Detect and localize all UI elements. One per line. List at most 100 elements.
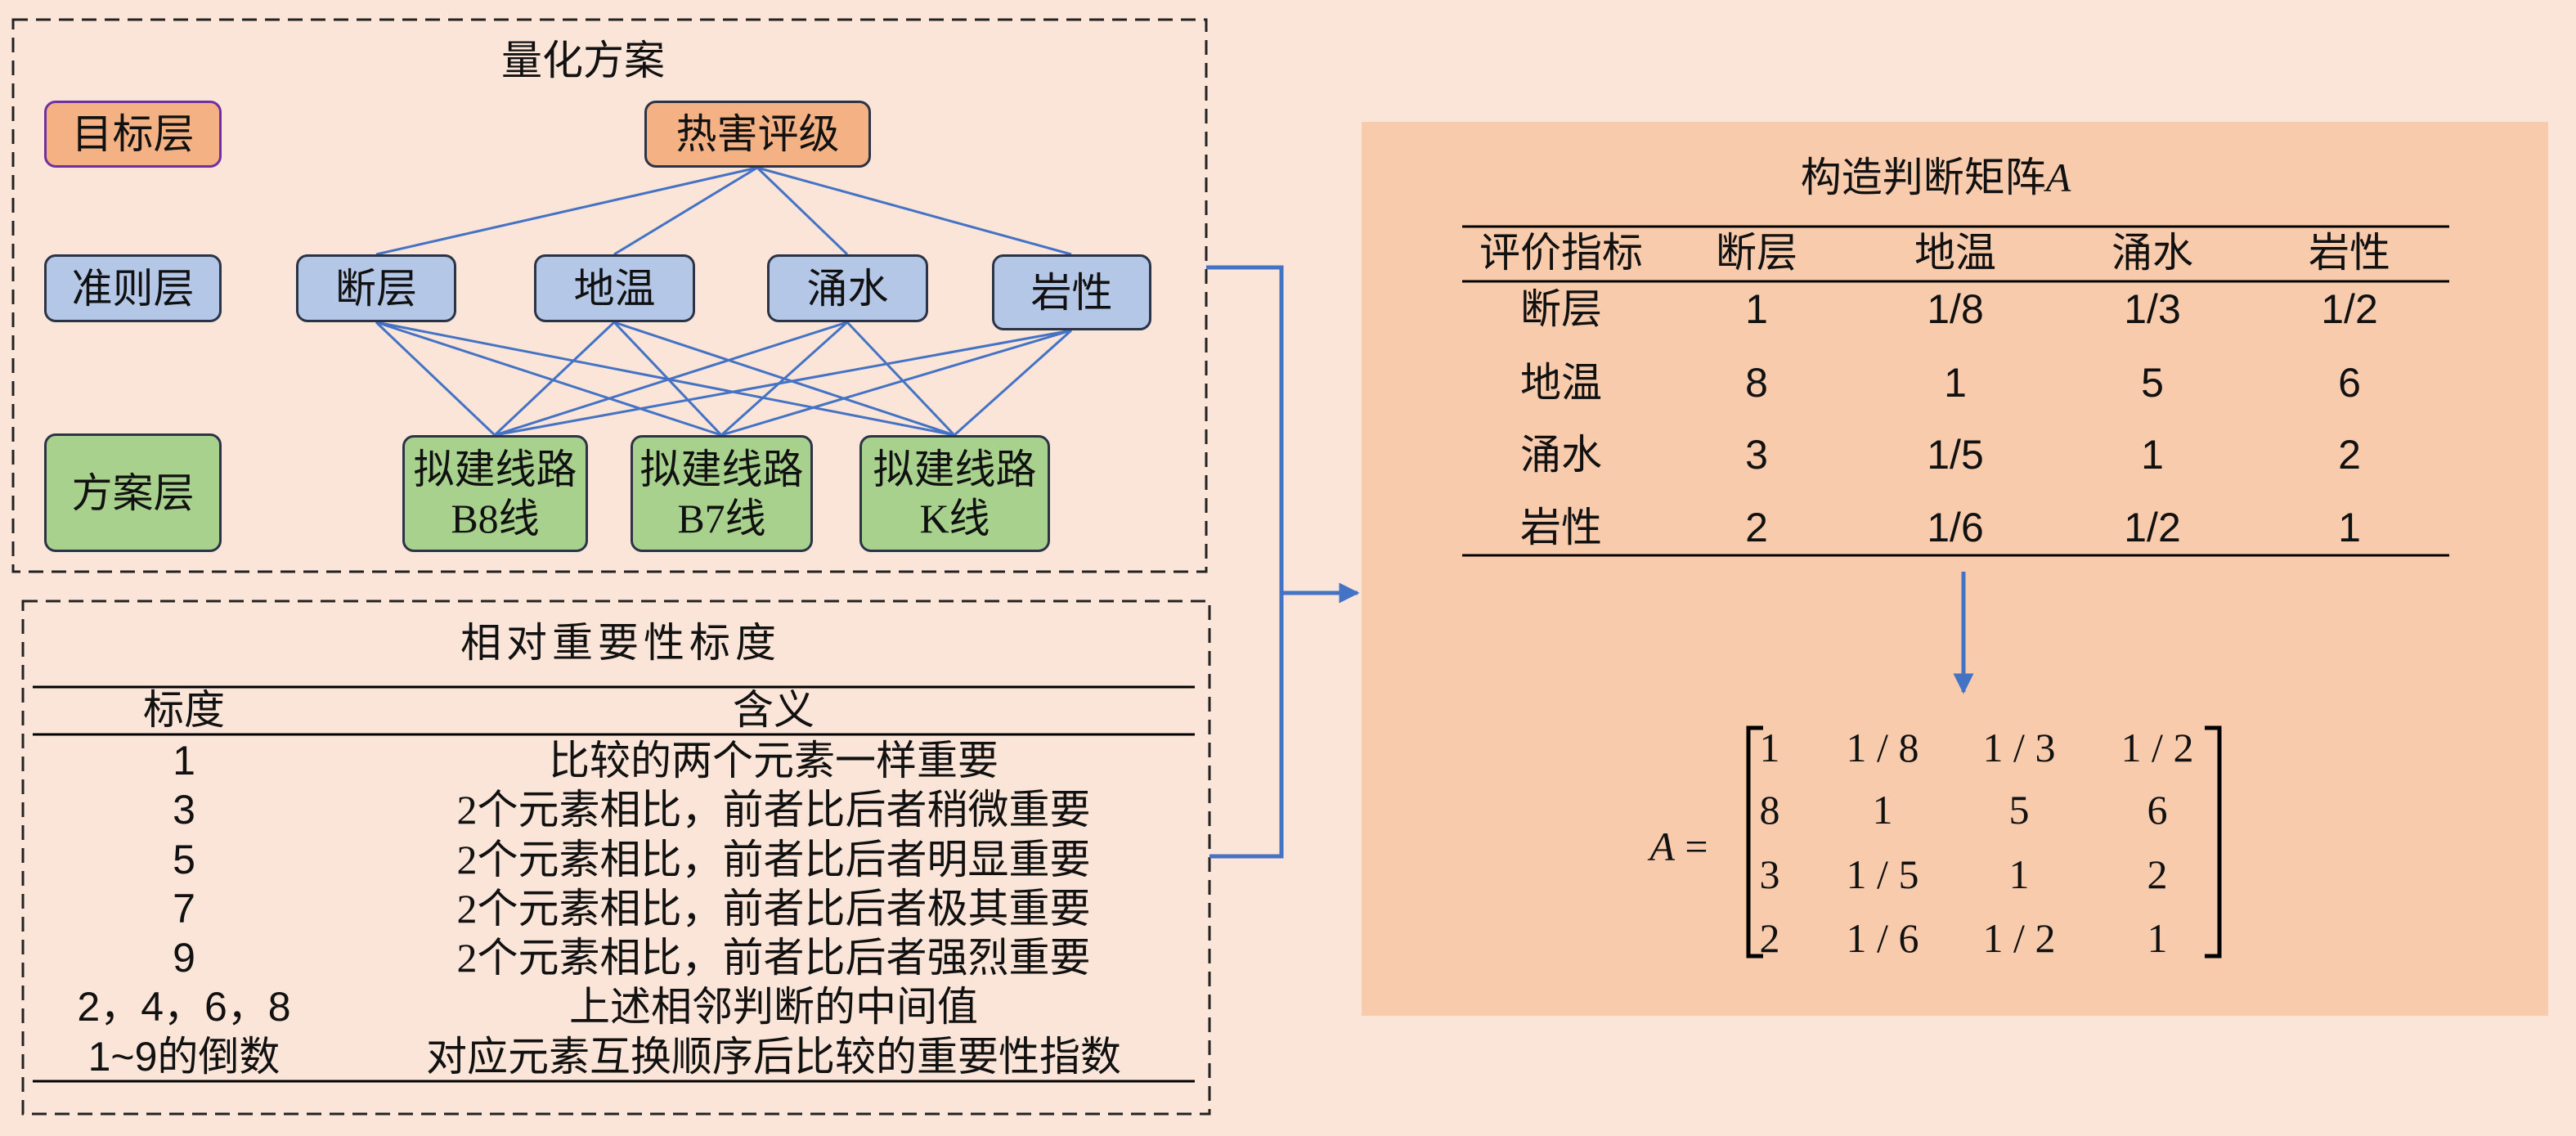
judgment-header-faults: 断层 bbox=[1716, 230, 1797, 276]
scale-header-scale: 标度 bbox=[143, 687, 225, 733]
matrix-left-bracket bbox=[1746, 725, 1763, 959]
link-goal-to-faults bbox=[375, 166, 758, 256]
matrix-entry: 1 bbox=[2147, 915, 2168, 961]
judgment-cell: 3 bbox=[1745, 432, 1768, 478]
matrix-entry: 2 bbox=[2147, 851, 2168, 897]
matrix-entry: 3 bbox=[1759, 851, 1780, 897]
quantification-title: 量化方案 bbox=[501, 38, 665, 83]
scale-value-cell: 7 bbox=[173, 886, 195, 932]
link-faults-to-b7 bbox=[375, 321, 722, 437]
judgment-row-label: 岩性 bbox=[1520, 505, 1602, 550]
scale-header-meaning: 含义 bbox=[733, 687, 815, 733]
alternative-label: 拟建线路 bbox=[640, 446, 804, 492]
scale-value-cell: 9 bbox=[173, 935, 195, 981]
judgment-cell: 1/8 bbox=[1927, 286, 1984, 332]
link-lithology-to-b8 bbox=[494, 329, 1072, 437]
alternative-node-b8: 拟建线路 B8线 bbox=[402, 435, 588, 552]
alternatives-level-label: 方案层 bbox=[44, 433, 222, 552]
merge-connector bbox=[1206, 265, 1284, 859]
matrix-entry: 1 bbox=[1872, 787, 1893, 833]
matrix-entry: 1 / 6 bbox=[1846, 915, 1919, 961]
alternative-node-k: 拟建线路 K线 bbox=[859, 435, 1050, 552]
scale-meaning-cell: 2个元素相比，前者比后者强烈重要 bbox=[456, 935, 1091, 981]
scale-meaning-cell: 2个元素相比，前者比后者明显重要 bbox=[456, 837, 1091, 882]
link-ground-temp-to-b8 bbox=[493, 321, 616, 437]
link-water-inflow-to-b8 bbox=[494, 321, 848, 437]
matrix-entry: 6 bbox=[2147, 787, 2168, 833]
matrix-entry: 1 / 2 bbox=[2120, 725, 2194, 770]
matrix-entry: 1 bbox=[2008, 851, 2030, 897]
scale-value-cell: 2，4，6，8 bbox=[77, 984, 291, 1030]
scale-value-cell: 1~9的倒数 bbox=[88, 1034, 280, 1080]
link-goal-to-lithology bbox=[756, 166, 1072, 256]
scale-meaning-cell: 2个元素相比，前者比后者稍微重要 bbox=[456, 787, 1091, 833]
judgment-cell: 5 bbox=[2141, 360, 2164, 406]
matrix-entry: 1 / 5 bbox=[1846, 851, 1919, 897]
matrix-equation-label: A = bbox=[1649, 826, 1708, 867]
judgment-row-label: 涌水 bbox=[1520, 432, 1602, 478]
judgment-header-water-inflow: 涌水 bbox=[2112, 230, 2193, 276]
matrix-right-bracket bbox=[2205, 725, 2222, 959]
link-water-inflow-to-b7 bbox=[720, 321, 849, 437]
judgment-cell: 6 bbox=[2338, 360, 2361, 406]
link-water-inflow-to-k bbox=[846, 321, 956, 437]
alternative-line-name: K线 bbox=[919, 495, 990, 541]
judgment-cell: 1/6 bbox=[1927, 505, 1984, 550]
matrix-entry: 5 bbox=[2008, 787, 2030, 833]
scale-meaning-cell: 上述相邻判断的中间值 bbox=[569, 984, 978, 1030]
link-lithology-to-k bbox=[953, 329, 1073, 437]
link-lithology-to-b7 bbox=[720, 329, 1072, 437]
goal-node-heat-hazard-rating: 热害评级 bbox=[644, 101, 871, 168]
matrix-entry: 1 / 8 bbox=[1846, 725, 1919, 770]
judgment-cell: 8 bbox=[1745, 360, 1768, 406]
scale-meaning-cell: 比较的两个元素一样重要 bbox=[549, 738, 999, 784]
scale-value-cell: 5 bbox=[173, 837, 195, 882]
scale-meaning-cell: 对应元素互换顺序后比较的重要性指数 bbox=[426, 1034, 1121, 1080]
matrix-entry: 1 / 3 bbox=[1982, 725, 2056, 770]
alternative-line-name: B7线 bbox=[677, 495, 766, 541]
scale-value-cell: 3 bbox=[173, 787, 195, 833]
scale-meaning-cell: 2个元素相比，前者比后者极其重要 bbox=[456, 886, 1091, 932]
judgment-matrix-panel bbox=[1362, 122, 2548, 1016]
judgment-cell: 1 bbox=[1745, 286, 1768, 332]
matrix-entry: 8 bbox=[1759, 787, 1780, 833]
judgment-cell: 1 bbox=[1944, 360, 1967, 406]
link-faults-to-k bbox=[375, 321, 955, 437]
judgment-cell: 1/3 bbox=[2124, 286, 2181, 332]
judgment-header-indicator: 评价指标 bbox=[1479, 230, 1643, 276]
alternative-line-name: B8线 bbox=[451, 495, 540, 541]
criteria-level-label: 准则层 bbox=[44, 254, 222, 322]
alternative-label: 拟建线路 bbox=[873, 446, 1037, 492]
judgment-row-label: 断层 bbox=[1520, 286, 1602, 332]
judgment-cell: 1 bbox=[2338, 505, 2361, 550]
criterion-node-ground-temp: 地温 bbox=[534, 254, 695, 322]
alternative-label: 拟建线路 bbox=[413, 446, 577, 492]
link-goal-to-ground-temp bbox=[613, 166, 758, 256]
criterion-node-lithology: 岩性 bbox=[992, 254, 1151, 330]
criterion-node-water-inflow: 涌水 bbox=[767, 254, 928, 322]
judgment-header-ground-temp: 地温 bbox=[1914, 230, 1996, 276]
link-goal-to-water-inflow bbox=[756, 166, 849, 256]
matrix-entry: 2 bbox=[1759, 915, 1780, 961]
judgment-cell: 2 bbox=[1745, 505, 1768, 550]
judgment-matrix-title-symbol: A bbox=[2045, 155, 2071, 200]
matrix-symbol: A bbox=[1649, 824, 1675, 869]
judgment-matrix-title-text: 构造判断矩阵 bbox=[1800, 155, 2046, 200]
judgment-row-label: 地温 bbox=[1520, 360, 1602, 406]
judgment-header-lithology: 岩性 bbox=[2309, 230, 2390, 276]
judgment-cell: 1/2 bbox=[2124, 505, 2181, 550]
criterion-node-faults: 断层 bbox=[296, 254, 456, 322]
quantification-frame bbox=[11, 18, 1208, 573]
alternative-node-b7: 拟建线路 B7线 bbox=[631, 435, 813, 552]
judgment-cell: 1 bbox=[2141, 432, 2164, 478]
judgment-cell: 1/2 bbox=[2321, 286, 2378, 332]
matrix-entry: 1 bbox=[1759, 725, 1780, 770]
judgment-cell: 1/5 bbox=[1927, 432, 1984, 478]
judgment-cell: 2 bbox=[2338, 432, 2361, 478]
matrix-entry: 1 / 2 bbox=[1982, 915, 2056, 961]
scale-value-cell: 1 bbox=[173, 738, 195, 784]
scale-table-title: 相对重要性标度 bbox=[460, 620, 781, 666]
matrix-equals-sign: = bbox=[1685, 824, 1708, 869]
